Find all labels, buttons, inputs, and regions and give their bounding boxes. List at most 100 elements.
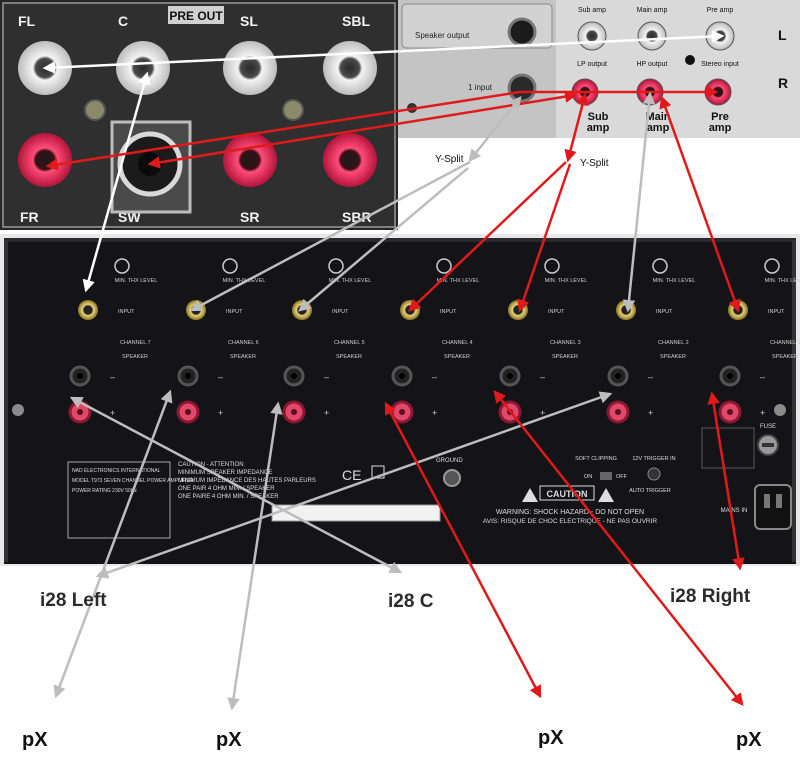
thx-level-label: MIN. THX LEVEL [545,278,588,284]
gray-wire [298,167,469,312]
channel-label: CHANNEL 7 [120,340,151,346]
mains-socket[interactable] [754,484,792,530]
gray-wire [53,389,173,699]
processor-jack-label: Stereo input [701,61,739,68]
amp-input-label: INPUT [226,309,243,315]
input-jack[interactable] [507,73,537,103]
y-split-label-right: Y-Split [580,158,609,169]
pre-out-label: PRE OUT [169,9,223,23]
y-split-label-left: Y-Split [435,154,464,165]
ce-mark-icon: CE [342,467,361,483]
soft-clipping-switch[interactable] [600,472,612,480]
warning-text: WARNING: SHOCK HAZARD - DO NOT OPEN [496,509,644,516]
minus-sign-icon: – [324,372,329,382]
thx-level-knob[interactable] [222,258,238,274]
amp-input-jack[interactable] [78,300,98,320]
receiver-front-label: FL [18,13,36,29]
speaker-label: SPEAKER [444,354,470,360]
rca-jack-sl[interactable] [223,41,277,95]
on-label: ON [584,474,592,480]
ground-label: GROUND [436,458,463,464]
i28-left-label: i28 Left [40,590,107,611]
amp-input-jack[interactable] [508,300,528,320]
speaker-output-jack[interactable] [507,17,537,47]
auto-trigger-label: AUTO TRIGGER [629,488,671,494]
thx-level-knob[interactable] [328,258,344,274]
plus-sign-icon: + [760,408,765,418]
plus-sign-icon: + [432,408,437,418]
screw-icon [282,99,304,121]
avis-text: AVIS: RISQUE DE CHOC ELECTRIQUE - NE PAS… [483,518,658,525]
rca-jack-sr[interactable] [223,133,277,187]
speaker-label: SPEAKER [552,354,578,360]
gray-wire [622,91,656,313]
speaker-output-label: Speaker output [415,31,470,40]
gray-wire [227,401,283,711]
red-wire [493,390,744,706]
processor-amp-label: amp [709,122,732,134]
brand-box-line: NAD ELECTRONICS INTERNATIONAL [72,468,161,474]
processor-top-label: Pre amp [707,7,734,14]
receiver-rear-label: SBR [342,209,372,225]
fuse-label: FUSE [760,424,776,430]
receiver-front-label: C [118,13,128,29]
amp-input-label: INPUT [118,309,135,315]
off-label: OFF [616,474,628,480]
amp-input-label: INPUT [332,309,349,315]
red-wire [408,161,567,312]
i28-center-label: i28 C [388,591,434,612]
gray-wire [468,96,522,162]
red-wire [517,163,572,313]
speaker-label: SPEAKER [660,354,686,360]
amp-input-jack[interactable] [616,300,636,320]
channel-label: CHANNEL 2 [658,340,689,346]
amplifier-panel: MIN. THX LEVEL INPUT CHANNEL 7 SPEAKER – + MIN… [0,234,800,566]
px-label-3: pX [538,727,564,749]
caution-line: MINIMUM SPEAKER IMPEDANCE [178,470,272,476]
plus-sign-icon: + [648,408,653,418]
thx-level-knob[interactable] [436,258,452,274]
caution-line: ONE PAIR 4 OHM MIN. / SPEAKER [178,486,275,492]
side-r-label: R [778,75,788,91]
speaker-label: SPEAKER [122,354,148,360]
minus-sign-icon: – [110,372,115,382]
thx-level-knob[interactable] [764,258,780,274]
red-wire [659,95,741,313]
amp-input-label: INPUT [656,309,673,315]
plus-sign-icon: + [218,408,223,418]
main-amp-jack-l[interactable] [637,21,667,51]
minus-sign-icon: – [760,372,765,382]
white-wire [42,30,725,74]
channel-label: CHANNEL 6 [228,340,259,346]
gray-wire [189,160,471,312]
minus-sign-icon: – [432,372,437,382]
sub-amp-jack-l[interactable] [577,21,607,51]
amp-input-label: INPUT [768,309,785,315]
thx-level-label: MIN. THX LEVEL [115,278,158,284]
caution-box-label: CAUTION [547,489,588,499]
rca-jack-sbl[interactable] [323,41,377,95]
channel-label: CHANNEL 5 [334,340,365,346]
thx-level-label: MIN. THX LEVEL [437,278,480,284]
plus-sign-icon: + [110,408,115,418]
rca-jack-fr[interactable] [18,133,72,187]
thx-level-label: MIN. THX LEVEL [329,278,372,284]
side-l-label: L [778,27,787,43]
amp-input-label: INPUT [440,309,457,315]
px-label-1: pX [22,729,48,751]
red-wire [707,391,745,571]
ground-terminal[interactable] [443,469,461,487]
thx-level-knob[interactable] [544,258,560,274]
receiver-rear-label: SR [240,209,259,225]
speaker-label: SPEAKER [230,354,256,360]
input-label: 1 input [468,83,493,92]
ground-screw-icon [685,55,695,65]
soft-clipping-label: SOFT CLIPPING [575,456,617,462]
processor-top-label: Sub amp [578,7,606,14]
trigger-jack[interactable] [647,467,661,481]
rca-jack-sbr[interactable] [323,133,377,187]
minus-sign-icon: – [218,372,223,382]
amp-input-label: INPUT [548,309,565,315]
